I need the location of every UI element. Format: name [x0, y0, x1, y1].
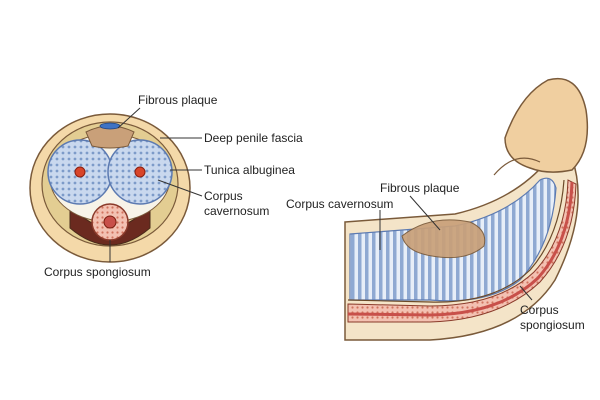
cross-section — [29, 113, 191, 263]
leader-fibrous-plaque-left — [117, 107, 141, 129]
cross-artery-right — [134, 166, 146, 178]
side-glans — [504, 77, 589, 173]
leader-corpus-cavernosum-cross — [157, 179, 203, 197]
side-urethra — [347, 181, 574, 317]
cross-artery-left — [74, 166, 86, 178]
leader-corpus-spongiosum-side — [519, 285, 533, 301]
side-spongiosum — [347, 179, 577, 323]
side-tunica-line — [347, 179, 565, 303]
label-corpus-cavernosum-cross-2: cavernosum — [204, 204, 269, 218]
label-fibrous-plaque-side: Fibrous plaque — [380, 181, 460, 195]
label-corpus-cavernosum-cross-1: Corpus — [204, 189, 243, 203]
cross-section-labels: Fibrous plaque Deep penile fascia Tunica… — [44, 93, 303, 279]
cross-dorsal-vessel — [99, 122, 121, 130]
cross-urethra — [103, 215, 117, 229]
label-corpus-cavernosum-side: Corpus cavernosum — [286, 197, 393, 211]
side-view-labels: Fibrous plaque Corpus cavernosum Corpus … — [286, 181, 585, 332]
label-corpus-spongiosum-side-1: Corpus — [520, 303, 559, 317]
side-glans-fold — [493, 157, 541, 176]
label-corpus-spongiosum-side-2: spongiosum — [520, 318, 585, 332]
side-view — [344, 77, 589, 341]
label-tunica-albuginea: Tunica albuginea — [204, 163, 295, 177]
label-deep-penile-fascia: Deep penile fascia — [204, 131, 303, 145]
label-corpus-spongiosum-cross: Corpus spongiosum — [44, 265, 151, 279]
side-fibrous-plaque — [401, 219, 486, 259]
label-fibrous-plaque-cross: Fibrous plaque — [138, 93, 218, 107]
leader-fibrous-plaque-side — [409, 195, 441, 231]
